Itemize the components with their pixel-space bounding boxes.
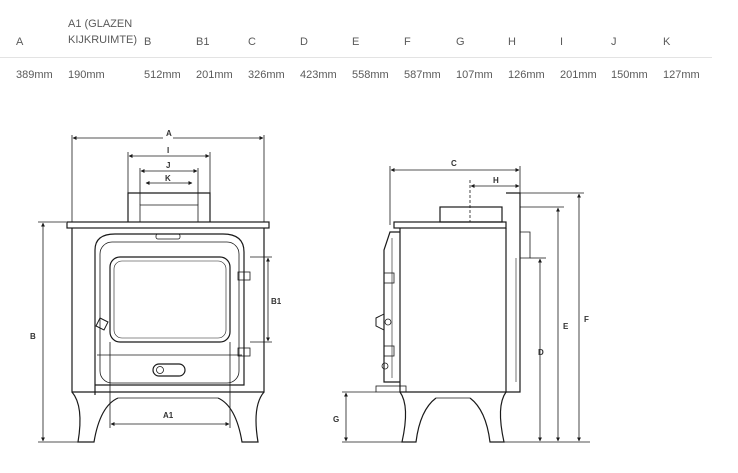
label-c: C [451, 159, 457, 168]
front-top-plate [66, 221, 270, 229]
header-b1: B1 [196, 36, 210, 48]
value-g: 107mm [456, 69, 493, 81]
value-a: 389mm [16, 69, 53, 81]
value-b1: 201mm [196, 69, 233, 81]
value-j: 150mm [611, 69, 648, 81]
side-door-profile [383, 231, 400, 383]
side-leg-back [469, 391, 507, 443]
side-view [375, 180, 531, 443]
front-door-inner [99, 241, 240, 384]
value-a1: 190mm [68, 69, 105, 81]
header-f: F [404, 36, 411, 48]
value-c: 326mm [248, 69, 285, 81]
header-d: D [300, 36, 308, 48]
side-handle [375, 313, 385, 331]
front-body [71, 228, 265, 393]
header-j: J [611, 36, 617, 48]
stove-dimension-diagram: A I J K B B1 A1 [0, 110, 738, 473]
front-view [66, 192, 270, 443]
front-dimension-labels: A I J K B B1 A1 [30, 129, 282, 420]
front-badge [155, 233, 181, 240]
front-leg-right [217, 391, 265, 443]
header-g: G [456, 36, 465, 48]
side-base-front [375, 385, 407, 393]
value-e: 558mm [352, 69, 389, 81]
header-c: C [248, 36, 256, 48]
label-h: H [493, 176, 499, 185]
header-e: E [352, 36, 360, 48]
value-f: 587mm [404, 69, 441, 81]
front-dimensions [38, 135, 272, 443]
side-air-knob [381, 362, 389, 370]
label-k: K [165, 174, 171, 183]
front-leg-left [71, 391, 119, 443]
header-a1-line1: A1 (GLAZEN [68, 18, 133, 30]
side-flue [439, 206, 503, 223]
front-door-handle [95, 317, 109, 331]
value-h: 126mm [508, 69, 545, 81]
front-hinge-top [237, 271, 251, 281]
side-hinge-bottom [383, 345, 395, 357]
label-a1: A1 [163, 411, 174, 420]
front-hinge-bottom [237, 347, 251, 357]
header-a1: A1 (GLAZEN KIJKRUIMTE) [68, 16, 137, 48]
front-air-control [152, 363, 186, 377]
side-body [399, 228, 507, 393]
label-j: J [166, 161, 170, 170]
value-k: 127mm [663, 69, 700, 81]
front-flue-collar [127, 192, 211, 222]
spec-table-header-row: A A1 (GLAZEN KIJKRUIMTE) B B1 C D E F G … [0, 0, 712, 58]
label-b: B [30, 332, 36, 341]
label-b1: B1 [271, 297, 282, 306]
front-door-surround [94, 233, 245, 395]
header-a: A [16, 36, 24, 48]
diagram-svg: A I J K B B1 A1 [30, 129, 590, 443]
header-a1-line2: KIJKRUIMTE) [68, 34, 138, 46]
label-g: G [333, 415, 339, 424]
header-i: I [560, 36, 564, 48]
label-d: D [538, 348, 544, 357]
spec-table-value-row: 389mm 190mm 512mm 201mm 326mm 423mm 558m… [0, 58, 712, 94]
side-top-plate [393, 221, 507, 229]
value-d: 423mm [300, 69, 337, 81]
side-handle-knob [384, 318, 392, 326]
side-hinge-top [383, 272, 395, 284]
header-h: H [508, 36, 516, 48]
label-f: F [584, 315, 589, 324]
label-i: I [167, 146, 169, 155]
side-leg-front [399, 391, 437, 443]
label-e: E [563, 322, 569, 331]
front-flue-inner [139, 204, 199, 222]
front-glass-window [109, 256, 231, 343]
header-k: K [663, 36, 671, 48]
label-a: A [166, 129, 172, 138]
side-dimension-labels: C H G D E F [333, 159, 589, 424]
label-a-bg [163, 129, 173, 139]
value-i: 201mm [560, 69, 597, 81]
side-heat-shield [506, 192, 521, 393]
side-dimensions [342, 166, 590, 443]
value-b: 512mm [144, 69, 181, 81]
spec-table: A A1 (GLAZEN KIJKRUIMTE) B B1 C D E F G … [0, 0, 712, 94]
header-b: B [144, 36, 152, 48]
front-glass-inner [113, 260, 227, 339]
side-rear-bracket [520, 231, 531, 259]
front-air-knob [156, 366, 164, 374]
